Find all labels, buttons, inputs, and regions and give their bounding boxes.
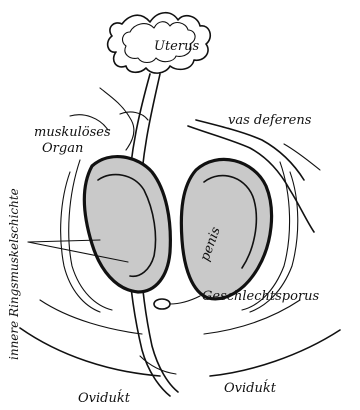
vas-deferens-label: vas deferens [228, 113, 312, 128]
geschlechtsporus-label: Geschlechtsporus [202, 289, 320, 304]
uterus-label: Uterus [154, 39, 199, 54]
penis-organ [181, 159, 271, 298]
geschlechtsporus-opening [154, 296, 200, 309]
muskuloses-label-line2: Organ [42, 141, 83, 156]
innere-ringmuskelschichte-label: innere Ringsmuskelschichte [7, 188, 21, 360]
ovidukt-right-label: Oviduḱt [224, 379, 277, 396]
ovidukt-left-label: Oviduḱt [78, 389, 131, 406]
muskuloses-label-line1: muskulöses [34, 125, 111, 140]
oviducts [20, 328, 340, 376]
muskuloses-organ [84, 157, 170, 292]
